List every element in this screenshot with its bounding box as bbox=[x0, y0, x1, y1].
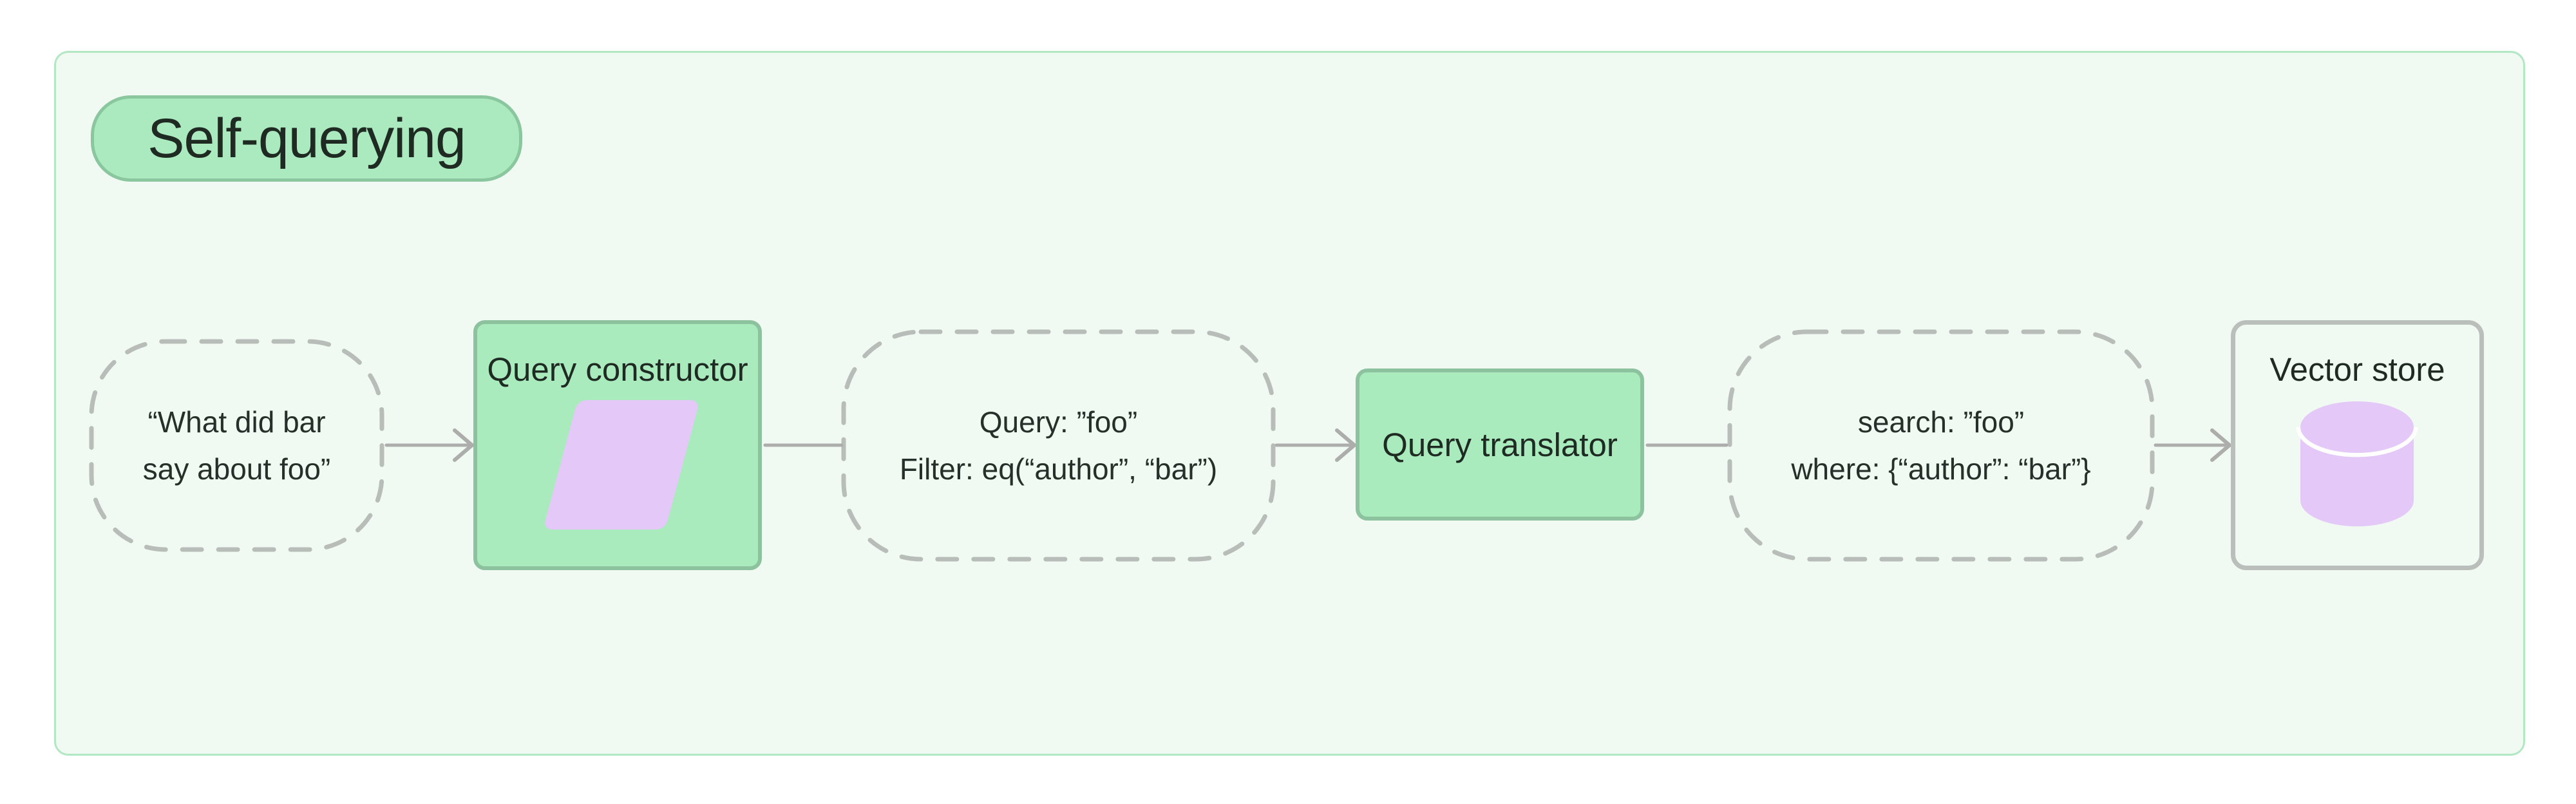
translated-query-node: search: ”foo” where: {“author”: “bar”} bbox=[1730, 332, 2152, 559]
query-constructor-label: Query constructor bbox=[487, 350, 748, 388]
arrowhead-icon bbox=[1335, 428, 1356, 462]
diagram-title: Self-querying bbox=[147, 107, 466, 169]
query-translator-label: Query translator bbox=[1382, 426, 1618, 463]
query-translator-box bbox=[1356, 368, 1644, 521]
database-icon-top bbox=[2300, 401, 2414, 453]
structured-query-node-border bbox=[841, 329, 1276, 562]
structured-query-line1: Query: ”foo” bbox=[979, 405, 1138, 439]
input-query-node-border bbox=[89, 339, 384, 552]
arrowhead-icon bbox=[2210, 428, 2231, 462]
translated-query-node-border bbox=[1727, 329, 2155, 562]
vector-store-box bbox=[2231, 320, 2484, 570]
diagram-title-badge: Self-querying bbox=[91, 95, 522, 182]
translated-query-line1: search: ”foo” bbox=[1857, 405, 2025, 439]
database-icon bbox=[2296, 401, 2418, 526]
structured-query-line2: Filter: eq(“author”, “bar”) bbox=[899, 452, 1218, 486]
arrowhead-icon bbox=[453, 428, 474, 462]
structured-query-node: Query: ”foo” Filter: eq(“author”, “bar”) bbox=[844, 332, 1273, 559]
translated-query-line2: where: {“author”: “bar”} bbox=[1791, 452, 2091, 486]
input-query-node: “What did bar say about foo” bbox=[91, 341, 382, 550]
vector-store-label: Vector store bbox=[2269, 350, 2445, 388]
input-query-line2: say about foo” bbox=[142, 452, 331, 486]
input-query-line1: “What did bar bbox=[147, 405, 326, 439]
